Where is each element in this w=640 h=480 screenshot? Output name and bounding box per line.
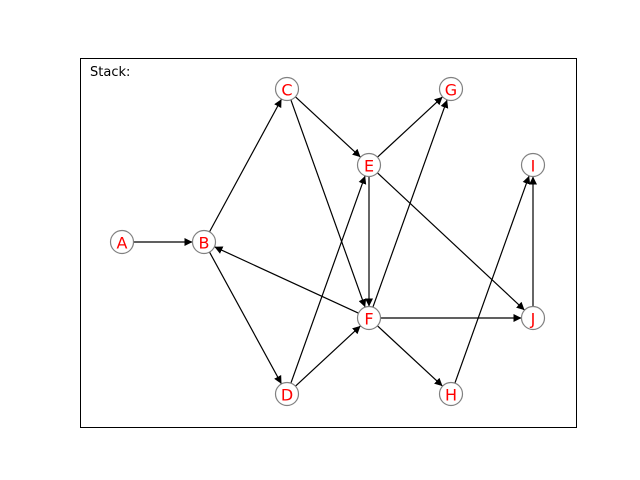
nodes-layer: A B C D E F G H I J [109,76,546,407]
node-label: I [531,157,536,176]
node-circle [438,76,464,102]
node-d: D [274,381,300,407]
node-a: A [109,229,135,255]
node-label: B [199,234,210,253]
edges-layer [133,96,537,387]
edge-e-to-g [377,96,443,158]
node-label: J [530,310,536,329]
edge-b-to-c [208,98,283,233]
node-circle [356,305,382,331]
node-circle [274,381,300,407]
node-label: E [364,157,374,176]
node-label: F [364,310,373,329]
edge-f-to-g [372,99,449,308]
plot-frame [80,58,577,428]
node-circle [438,381,464,407]
node-label: G [445,81,457,100]
node-b: B [191,229,217,255]
edge-e-to-j [376,172,526,311]
node-circle [274,76,300,102]
node-circle [520,305,546,331]
node-label: A [117,234,128,253]
edge-c-to-e [295,96,361,158]
node-label: D [281,386,293,405]
node-i: I [520,152,546,178]
stack-label: Stack: [90,65,130,80]
node-circle [191,229,217,255]
node-circle [356,152,382,178]
edge-h-to-i [454,175,531,384]
node-e: E [356,152,382,178]
node-circle [520,152,546,178]
node-h: H [438,381,464,407]
node-g: G [438,76,464,102]
node-j: J [520,305,546,331]
edge-d-to-f [295,325,361,387]
edge-d-to-e [290,175,367,384]
edge-f-to-b [214,246,359,314]
node-circle [109,229,135,255]
node-c: C [274,76,300,102]
edge-b-to-d [208,251,283,385]
edge-f-to-h [377,325,443,387]
node-f: F [356,305,382,331]
edge-c-to-f [290,99,367,308]
node-label: H [445,386,457,405]
node-label: C [281,81,292,100]
